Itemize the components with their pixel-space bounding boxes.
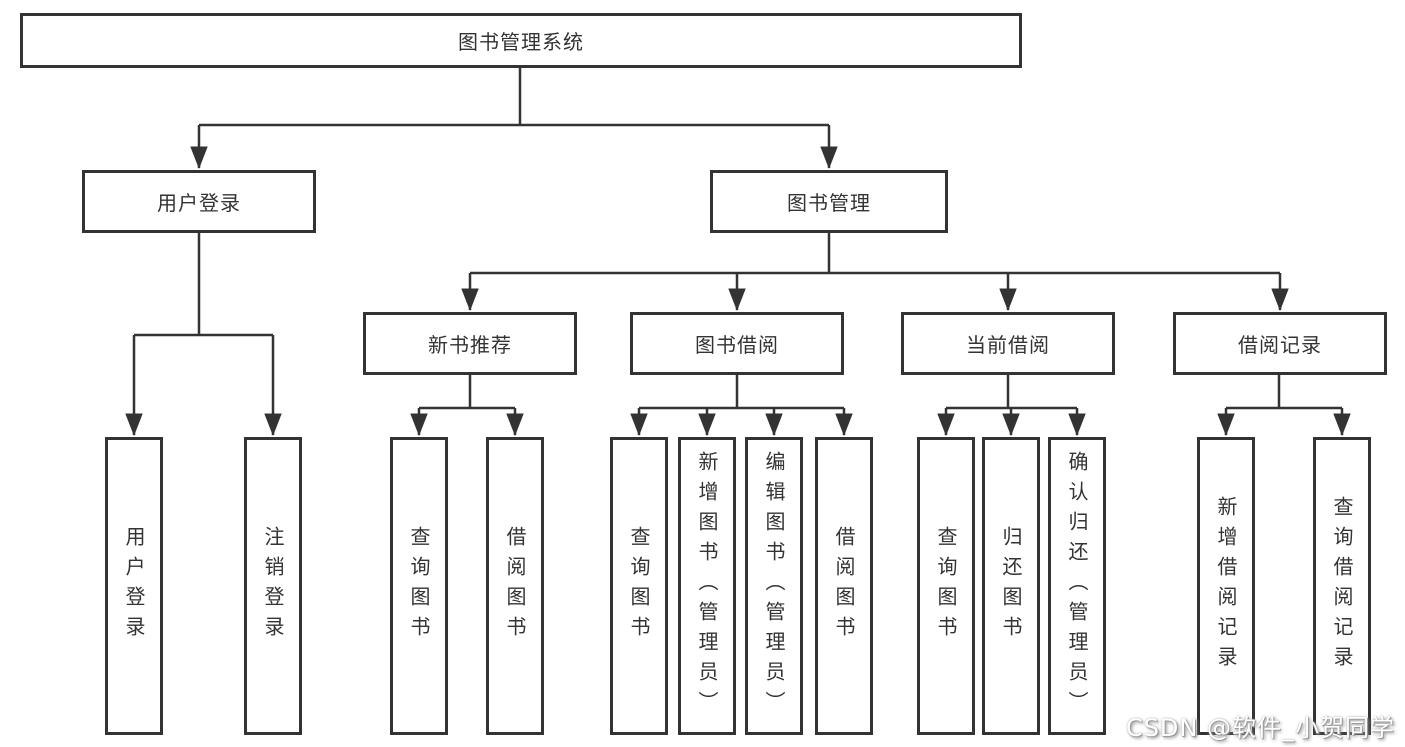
leaf-add-borrow-record: 新增借阅记录 (1197, 437, 1255, 735)
node-root-label: 图书管理系统 (458, 30, 584, 54)
node-root: 图书管理系统 (20, 13, 1022, 68)
node-book-borrow-label: 图书借阅 (695, 333, 779, 357)
leaf-query-borrow-record-label: 查询借阅记录 (1330, 496, 1354, 676)
arrowhead-lines (125, 125, 1351, 436)
node-book-management: 图书管理 (710, 170, 948, 233)
leaf-query-book-borrow-label: 查询图书 (627, 526, 651, 646)
leaf-query-book-newbooks-label: 查询图书 (407, 526, 431, 646)
node-borrow-records-label: 借阅记录 (1238, 333, 1322, 357)
node-user-login: 用户登录 (82, 170, 316, 233)
leaf-add-book-admin: 新增图书（管理员） (678, 437, 736, 735)
leaf-add-borrow-record-label: 新增借阅记录 (1214, 496, 1238, 676)
leaf-borrow-book-borrow-label: 借阅图书 (832, 526, 856, 646)
connector-trunks (134, 68, 1342, 410)
leaf-borrow-book-newbooks: 借阅图书 (486, 437, 544, 735)
csdn-watermark: CSDN @软件_小贺同学 (1125, 714, 1395, 742)
leaf-edit-book-admin: 编辑图书（管理员） (745, 437, 803, 735)
leaf-query-book-current: 查询图书 (917, 437, 975, 735)
node-new-book-recommend-label: 新书推荐 (428, 333, 512, 357)
leaf-add-book-admin-label: 新增图书（管理员） (695, 451, 719, 721)
leaf-query-book-borrow: 查询图书 (610, 437, 668, 735)
leaf-return-book: 归还图书 (982, 437, 1040, 735)
node-user-login-label: 用户登录 (157, 191, 241, 215)
leaf-confirm-return-admin-label: 确认归还（管理员） (1065, 451, 1089, 721)
leaf-logout-label: 注销登录 (261, 526, 285, 646)
leaf-user-login: 用户登录 (105, 437, 163, 735)
leaf-confirm-return-admin: 确认归还（管理员） (1048, 437, 1106, 735)
node-new-book-recommend: 新书推荐 (363, 312, 577, 375)
leaf-user-login-label: 用户登录 (122, 526, 146, 646)
node-book-borrow: 图书借阅 (630, 312, 844, 375)
leaf-query-book-current-label: 查询图书 (934, 526, 958, 646)
leaf-borrow-book-newbooks-label: 借阅图书 (503, 526, 527, 646)
leaf-logout: 注销登录 (244, 437, 302, 735)
node-borrow-records: 借阅记录 (1173, 312, 1387, 375)
leaf-return-book-label: 归还图书 (999, 526, 1023, 646)
leaf-query-borrow-record: 查询借阅记录 (1313, 437, 1371, 735)
node-current-borrow-label: 当前借阅 (966, 333, 1050, 357)
node-book-management-label: 图书管理 (787, 191, 871, 215)
leaf-edit-book-admin-label: 编辑图书（管理员） (762, 451, 786, 721)
connector-lines (125, 68, 1351, 436)
node-current-borrow: 当前借阅 (901, 312, 1115, 375)
leaf-query-book-newbooks: 查询图书 (390, 437, 448, 735)
leaf-borrow-book-borrow: 借阅图书 (815, 437, 873, 735)
